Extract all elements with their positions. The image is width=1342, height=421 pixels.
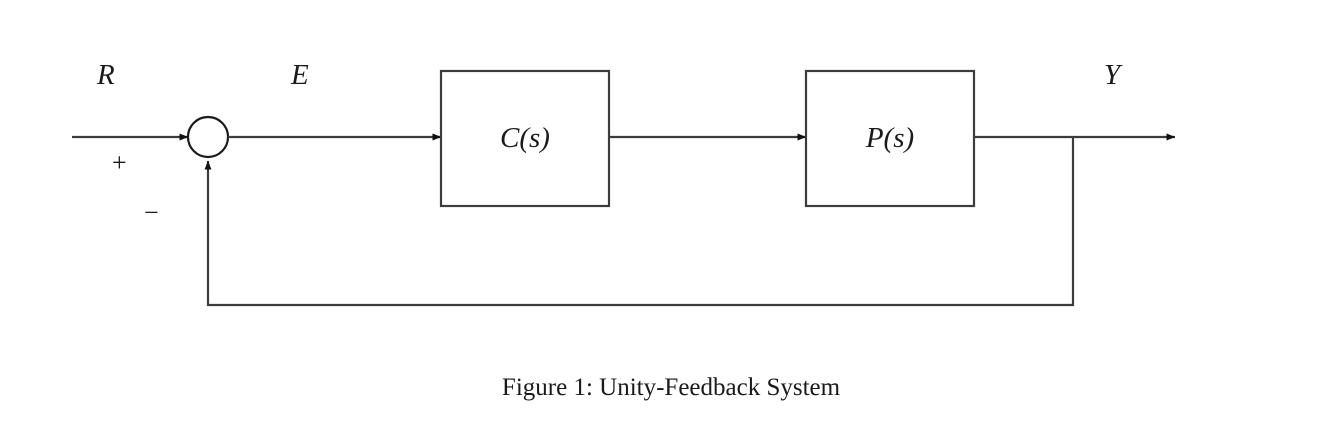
controller-block (439, 69, 611, 208)
summing-junction-plus-sign: + (112, 148, 127, 177)
plant-block-label: P(s) (865, 122, 915, 154)
controller-block-label: C(s) (500, 122, 550, 154)
summing-junction-minus-sign: − (144, 198, 159, 227)
plant-block (804, 69, 976, 208)
signal-label-reference: R (97, 59, 115, 91)
feedback-path-line (204, 137, 1075, 307)
summing-junction-circle (186, 115, 230, 159)
signal-label-output: Y (1104, 59, 1121, 91)
signal-label-error: E (291, 59, 309, 91)
figure-caption: Figure 1: Unity-Feedback System (501, 374, 841, 401)
